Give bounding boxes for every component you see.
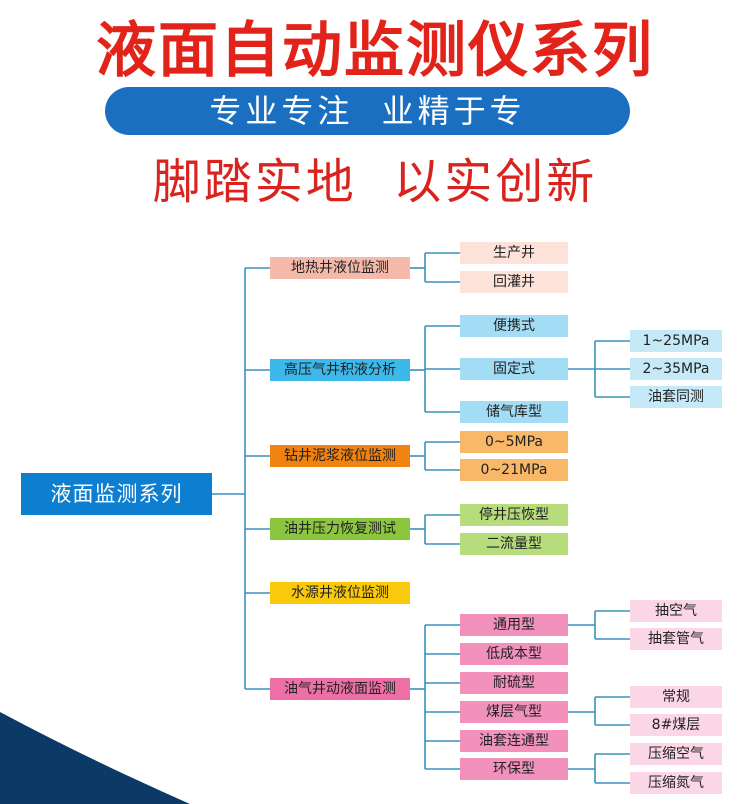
sub-node: 停井压恢型 [460, 504, 568, 526]
leaf-node: 油套同测 [630, 386, 722, 408]
sub-node: 储气库型 [460, 401, 568, 423]
leaf-node: 2~35MPa [630, 358, 722, 380]
sub-node: 环保型 [460, 758, 568, 780]
sub-node: 油套连通型 [460, 730, 568, 752]
branch-node: 地热井液位监测 [270, 257, 410, 279]
branch-node: 钻井泥浆液位监测 [270, 445, 410, 467]
leaf-node: 8#煤层 [630, 714, 722, 736]
leaf-node: 压缩氮气 [630, 772, 722, 794]
sub-node: 通用型 [460, 614, 568, 636]
branch-node: 水源井液位监测 [270, 582, 410, 604]
sub-node: 煤层气型 [460, 701, 568, 723]
sub-node: 0~5MPa [460, 431, 568, 453]
sub-node: 耐硫型 [460, 672, 568, 694]
leaf-node: 压缩空气 [630, 743, 722, 765]
slogan: 脚踏实地 以实创新 [152, 154, 598, 210]
sub-node: 低成本型 [460, 643, 568, 665]
leaf-node: 1~25MPa [630, 330, 722, 352]
page-title: 液面自动监测仪系列 [96, 16, 654, 86]
leaf-node: 常规 [630, 686, 722, 708]
branch-node: 油井压力恢复测试 [270, 518, 410, 540]
sub-node: 便携式 [460, 315, 568, 337]
leaf-node: 抽套管气 [630, 628, 722, 650]
sub-node: 回灌井 [460, 271, 568, 293]
root-node: 液面监测系列 [21, 473, 212, 515]
tagline-banner: 专业专注 业精于专 [105, 87, 630, 135]
sub-node: 二流量型 [460, 533, 568, 555]
leaf-node: 抽空气 [630, 600, 722, 622]
sub-node: 0~21MPa [460, 459, 568, 481]
branch-node: 高压气井积液分析 [270, 359, 410, 381]
sub-node: 固定式 [460, 358, 568, 380]
sub-node: 生产井 [460, 242, 568, 264]
branch-node: 油气井动液面监测 [270, 678, 410, 700]
